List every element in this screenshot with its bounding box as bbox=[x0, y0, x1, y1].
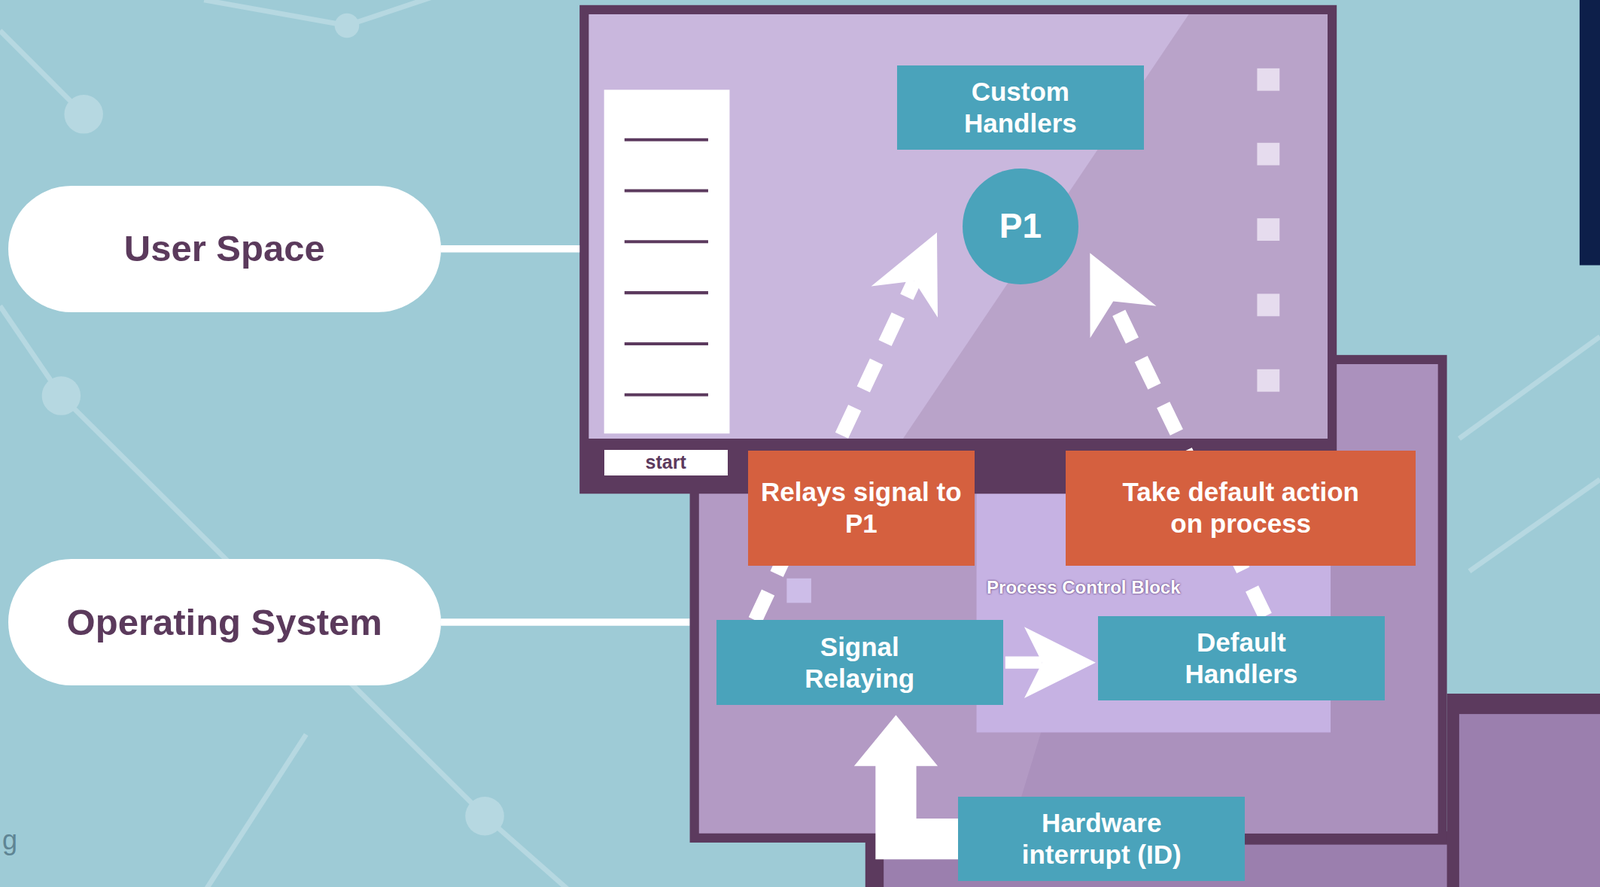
network-dot bbox=[465, 796, 505, 837]
panel-title: Process Control Block bbox=[986, 577, 1181, 600]
node-text: Signal Relaying bbox=[761, 631, 958, 695]
taskbar-start: start bbox=[604, 450, 728, 476]
arrowhead bbox=[1024, 626, 1096, 699]
icon-square bbox=[1256, 369, 1280, 393]
network-dot bbox=[63, 94, 104, 134]
signal-connector bbox=[441, 248, 580, 250]
sidebar-line bbox=[624, 189, 709, 193]
network-line bbox=[203, 0, 347, 26]
network-nodes bbox=[42, 13, 505, 837]
sidebar-line bbox=[624, 393, 709, 397]
icon-squares bbox=[1256, 68, 1280, 393]
icon-square bbox=[1256, 68, 1280, 92]
edge-bar bbox=[1579, 0, 1600, 266]
network-line bbox=[1469, 479, 1600, 572]
network-line bbox=[346, 0, 439, 26]
node-text: Hardware interrupt (ID) bbox=[988, 807, 1215, 871]
sidebar-line bbox=[624, 291, 709, 295]
node-text: Custom Handlers bbox=[922, 76, 1119, 140]
edge-label-box: Relays signal to P1 bbox=[748, 450, 975, 566]
layer-pill: User Space bbox=[8, 185, 442, 313]
icon-square bbox=[1256, 293, 1280, 317]
layer-leader-line bbox=[441, 618, 691, 626]
window-frame bbox=[1447, 693, 1600, 887]
watermark-fragment: g bbox=[2, 824, 18, 857]
node-text: Default Handlers bbox=[1143, 626, 1339, 691]
arrowhead bbox=[854, 714, 938, 767]
handler-box: Custom Handlers bbox=[897, 65, 1144, 151]
node-text: Operating System bbox=[66, 600, 383, 645]
icon-square bbox=[1256, 142, 1280, 166]
arrowhead bbox=[1089, 252, 1156, 338]
connector-line bbox=[895, 765, 959, 840]
user-window bbox=[579, 5, 1337, 494]
network-line bbox=[1459, 336, 1600, 439]
network-dot bbox=[42, 376, 82, 416]
sidebar-lines bbox=[624, 139, 709, 396]
network-dot bbox=[334, 13, 360, 39]
sidebar-line bbox=[624, 240, 709, 244]
layer-pill: Operating System bbox=[8, 559, 442, 686]
small-square bbox=[786, 578, 812, 604]
process-circle: P1 bbox=[962, 168, 1080, 286]
handler-box: Default Handlers bbox=[1098, 616, 1385, 702]
relay-box: Signal Relaying bbox=[716, 620, 1004, 706]
edge-label-box: Take default action on process bbox=[1065, 450, 1416, 566]
arrowhead bbox=[871, 232, 938, 318]
window-frame bbox=[579, 5, 1337, 494]
edge-label: Take default action on process bbox=[1104, 476, 1377, 540]
user-window: start Custom HandlersP1 bbox=[579, 5, 1337, 494]
node-text: P1 bbox=[999, 205, 1042, 247]
icon-square bbox=[1256, 218, 1280, 241]
signal-connector bbox=[854, 714, 959, 840]
network-line bbox=[203, 734, 307, 887]
sidebar-line bbox=[624, 342, 709, 346]
connector-line bbox=[1005, 656, 1043, 669]
signal-connector bbox=[1005, 626, 1096, 699]
window-pane bbox=[1459, 714, 1600, 887]
sidebar bbox=[604, 89, 731, 434]
connector-line bbox=[441, 245, 580, 253]
sidebar-line bbox=[624, 138, 709, 142]
window-pane bbox=[588, 14, 1328, 439]
interrupt-box: Hardware interrupt (ID) bbox=[958, 796, 1245, 883]
edge-label: Relays signal to P1 bbox=[759, 476, 964, 540]
node-text: User Space bbox=[124, 226, 326, 271]
